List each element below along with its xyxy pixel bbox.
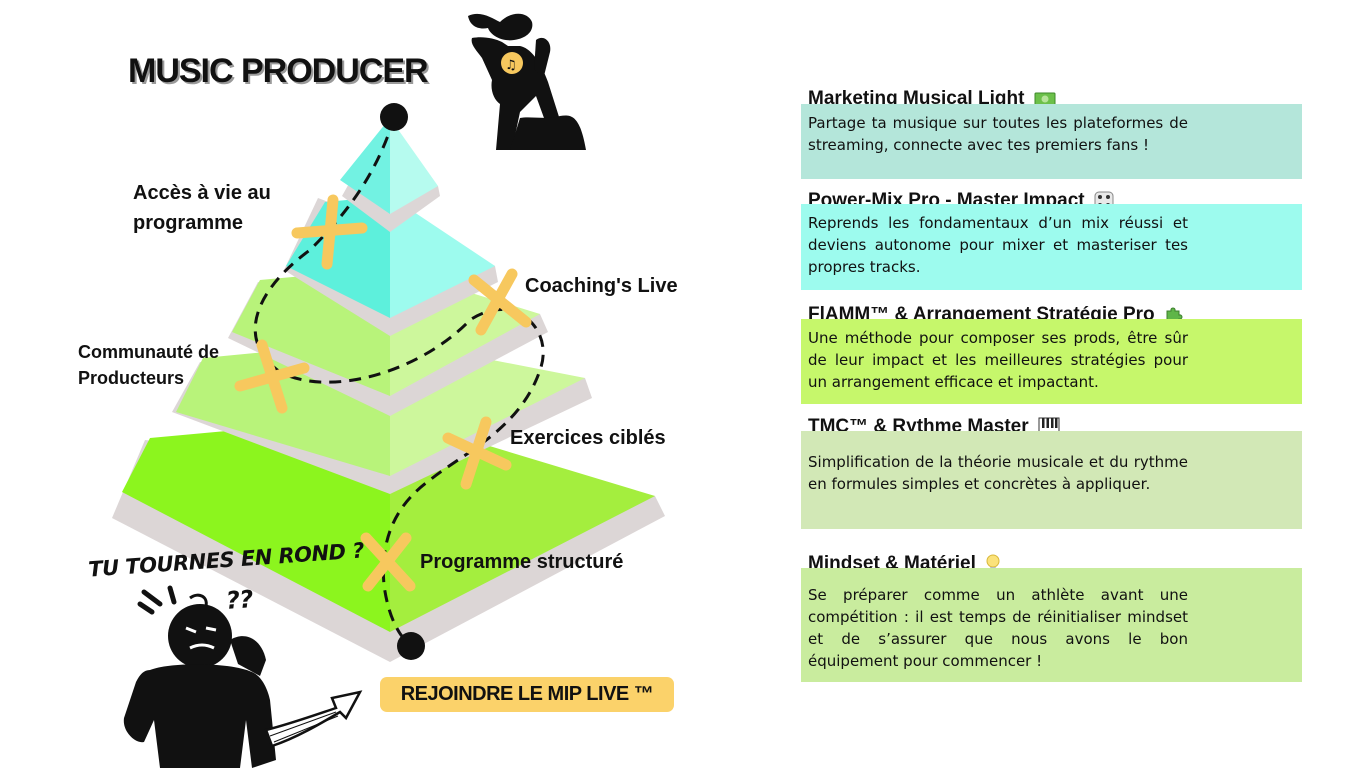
card-text: Se préparer comme un athlète avant une c…	[808, 586, 1188, 670]
x-marker	[468, 268, 532, 336]
confused-person-icon	[123, 585, 276, 768]
pyramid-illustration: ♫	[112, 13, 665, 768]
card-text: Partage ta musique sur toutes les platef…	[808, 114, 1188, 154]
card-title-text: Marketing Musical Light	[808, 88, 1025, 109]
x-marker	[360, 532, 416, 592]
card-box-powermix: Reprends les fondamentaux d’un mix réuss…	[801, 204, 1302, 290]
page-title: MUSIC PRODUCER	[128, 52, 429, 90]
label-exercices: Exercices ciblés	[510, 427, 666, 449]
x-marker	[234, 339, 310, 414]
label-coaching: Coaching's Live	[525, 275, 678, 297]
label-communaute: Communauté de Producteurs	[78, 339, 219, 391]
x-marker	[442, 416, 512, 490]
card-text: Reprends les fondamentaux d’un mix réuss…	[808, 214, 1188, 276]
join-live-button[interactable]: REJOINDRE LE MIP LIVE ™	[380, 677, 674, 712]
label-communaute-line1: Communauté de	[78, 342, 220, 362]
path-end-dot	[397, 632, 425, 660]
label-acces: Accès à vie au programme	[133, 178, 271, 238]
card-box-marketing: Partage ta musique sur toutes les platef…	[801, 104, 1302, 179]
card-box-mindset: Se préparer comme un athlète avant une c…	[801, 568, 1302, 682]
question-marks: ??	[225, 585, 254, 615]
card-box-tmc: Simplification de la théorie musicale et…	[801, 431, 1302, 529]
x-marker	[291, 194, 368, 270]
money-icon	[1034, 92, 1056, 106]
ninja-climber-icon	[468, 13, 586, 150]
card-title-marketing: Marketing Musical Light	[808, 88, 1056, 110]
arrow-right-icon	[264, 690, 363, 748]
label-acces-line1: Accès à vie au	[133, 182, 271, 204]
card-box-flamm: Une méthode pour composer ses prods, êtr…	[801, 319, 1302, 404]
label-programme: Programme structuré	[420, 551, 624, 573]
confused-face	[185, 626, 217, 650]
label-acces-line2: programme	[133, 212, 244, 234]
card-text: Simplification de la théorie musicale et…	[808, 453, 1188, 493]
svg-text:♫: ♫	[505, 58, 517, 73]
pyramid-tier-5	[112, 416, 665, 662]
label-communaute-line2: Producteurs	[78, 368, 185, 388]
path-start-dot	[380, 103, 408, 131]
card-text: Une méthode pour composer ses prods, êtr…	[808, 329, 1188, 391]
